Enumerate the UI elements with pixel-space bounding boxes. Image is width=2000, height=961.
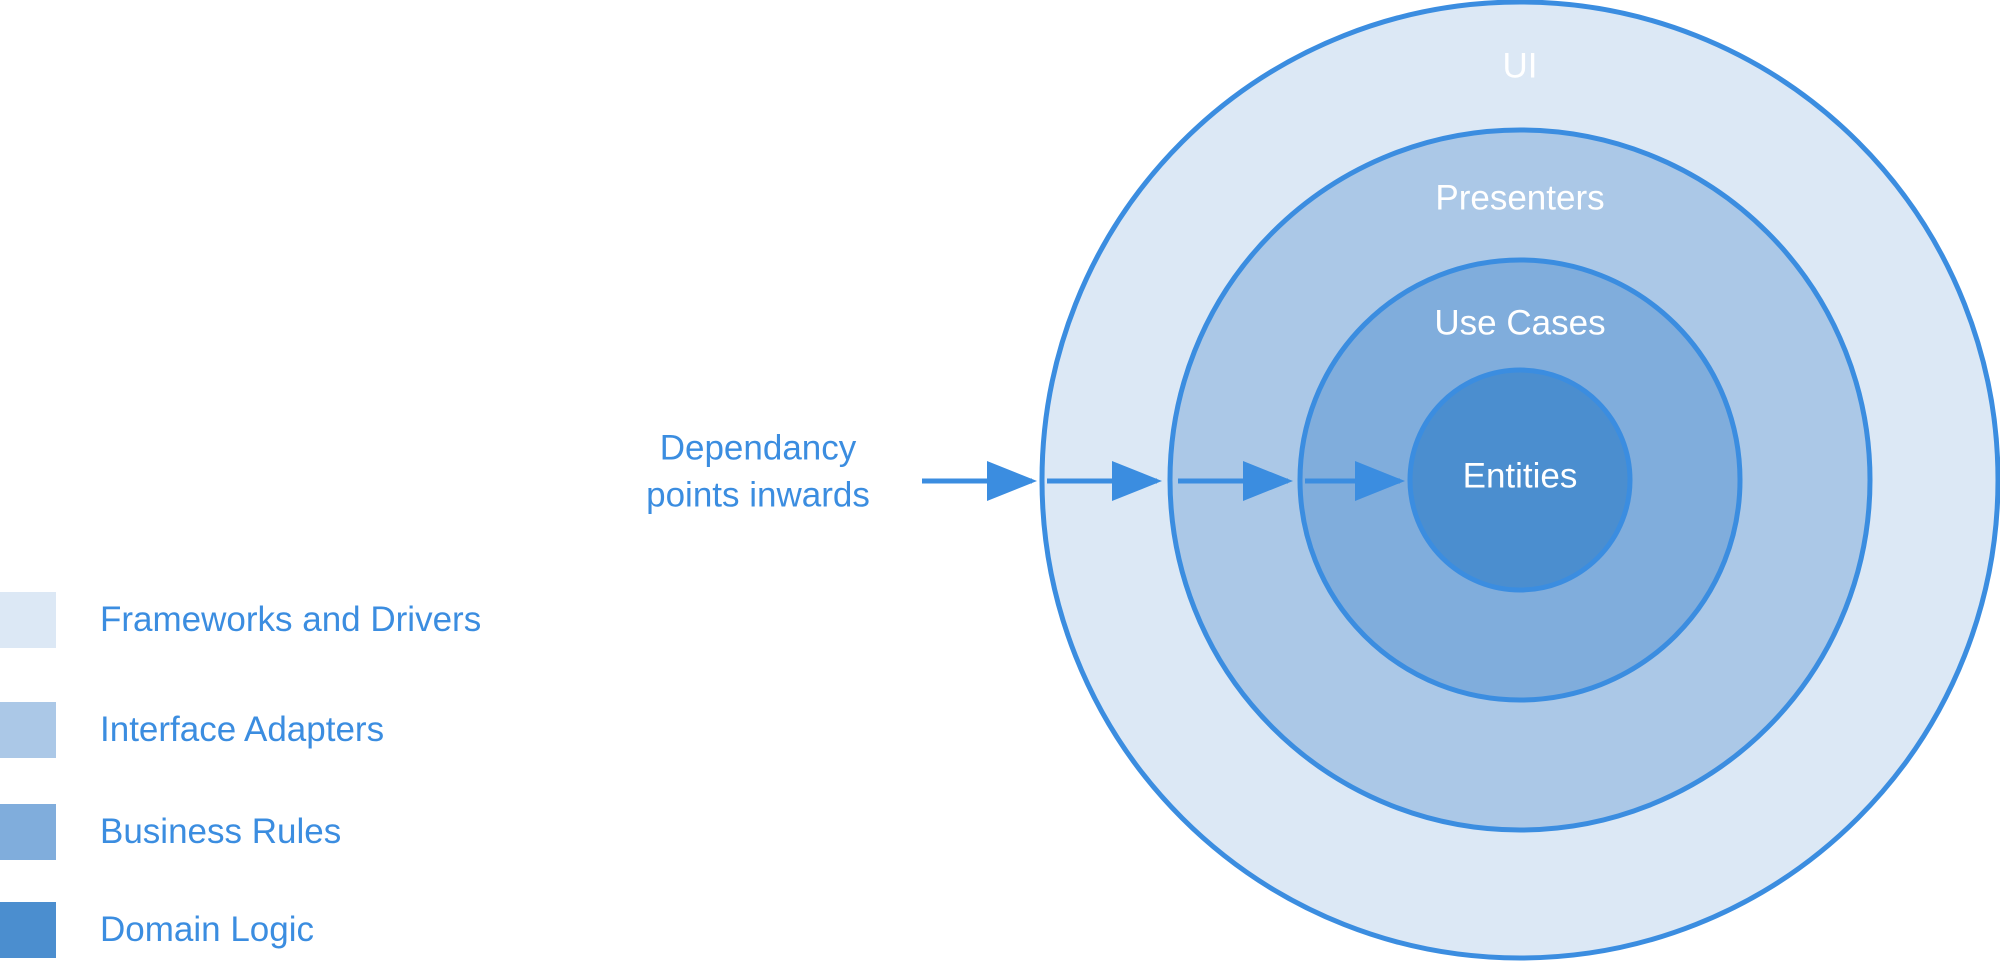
dependency-label-line1: Dependancy xyxy=(660,428,857,467)
legend-label-business: Business Rules xyxy=(100,812,342,851)
legend-swatch-frameworks xyxy=(0,592,56,648)
legend-swatch-business xyxy=(0,804,56,860)
legend-swatch-domain xyxy=(0,902,56,958)
legend-label-domain: Domain Logic xyxy=(100,910,314,949)
legend-item-adapters: Interface Adapters xyxy=(0,702,600,758)
legend-item-business: Business Rules xyxy=(0,804,600,860)
ring-label-entities: Entities xyxy=(1463,456,1578,495)
legend-label-adapters: Interface Adapters xyxy=(100,710,385,749)
legend-swatch-adapters xyxy=(0,702,56,758)
dependency-label-line2: points inwards xyxy=(646,475,870,514)
ring-label-presenters: Presenters xyxy=(1435,178,1604,217)
legend-item-domain: Domain Logic xyxy=(0,902,600,958)
legend-item-frameworks: Frameworks and Drivers xyxy=(0,592,600,648)
legend-label-frameworks: Frameworks and Drivers xyxy=(100,600,482,639)
ring-label-ui: UI xyxy=(1503,46,1538,85)
ring-label-use-cases: Use Cases xyxy=(1434,303,1605,342)
ring-domain xyxy=(1407,367,1633,593)
